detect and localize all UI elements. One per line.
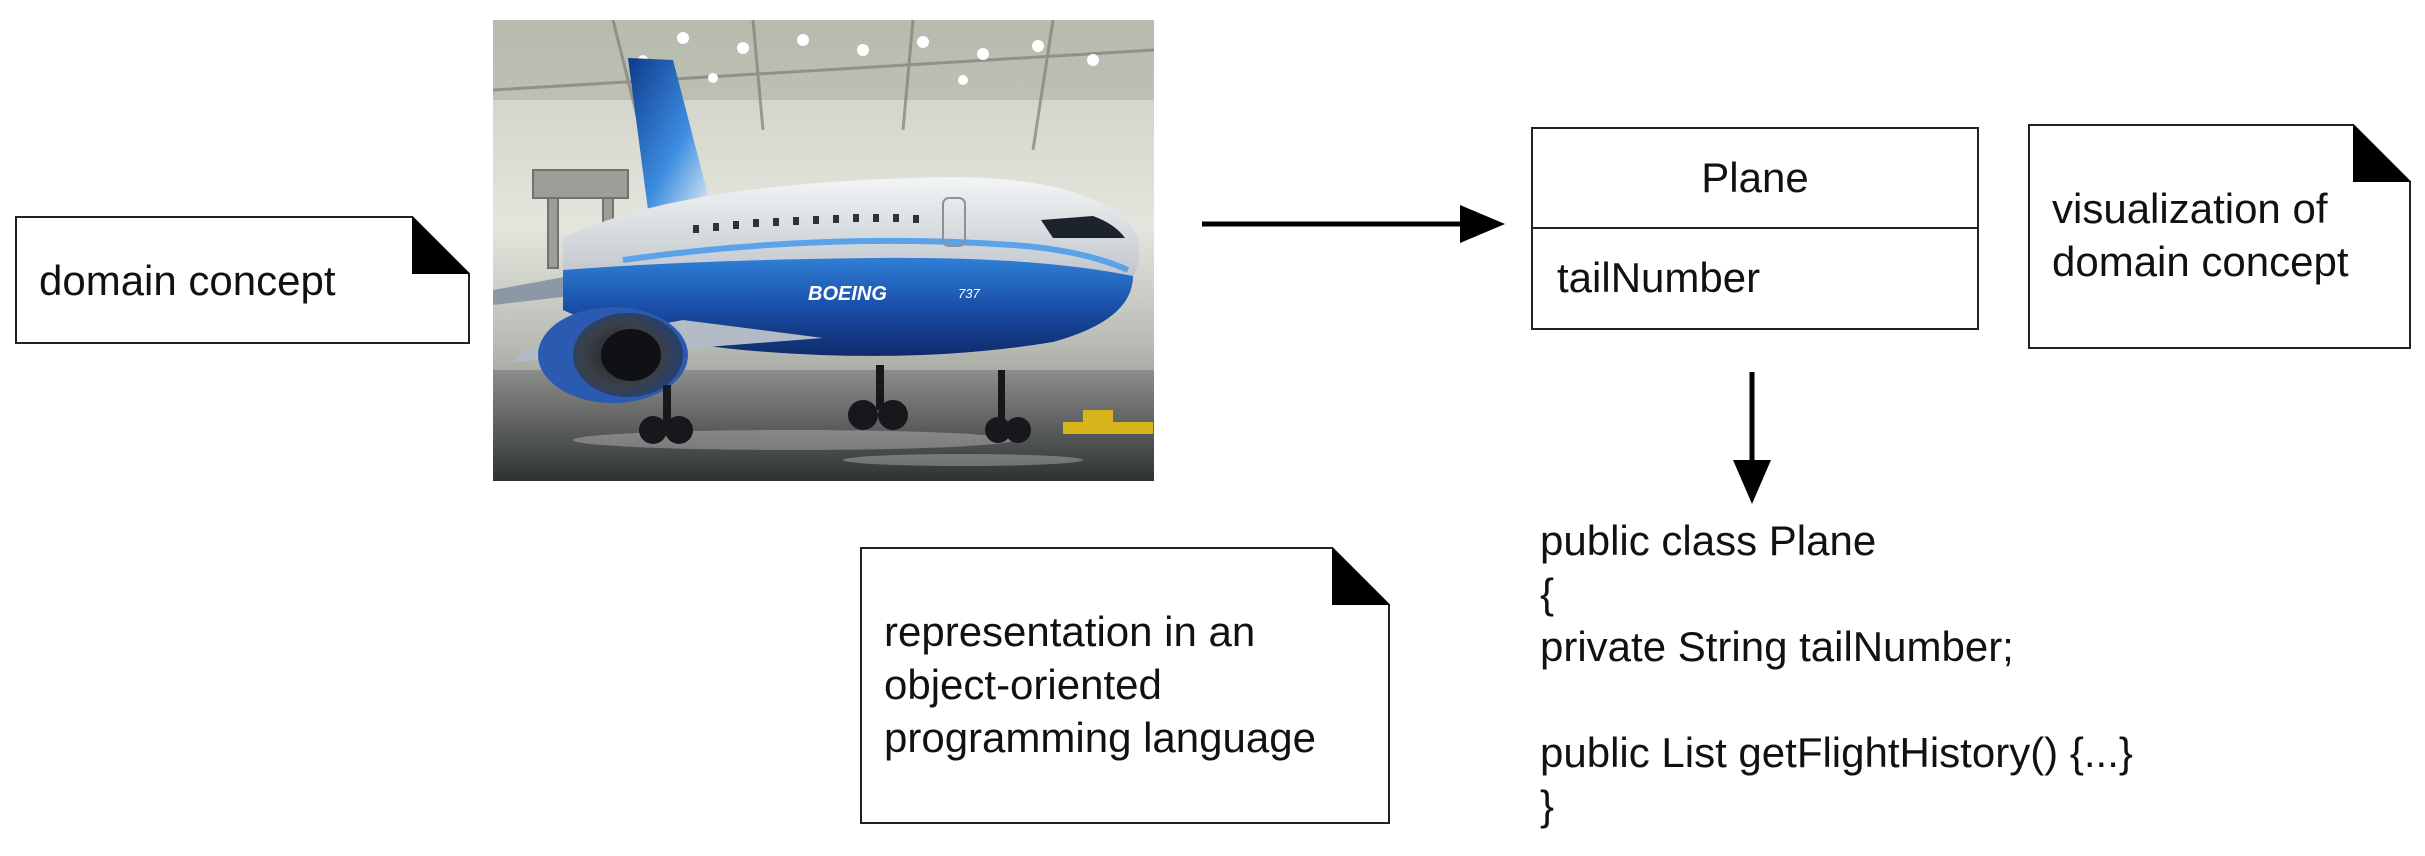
visualization-label-line-1: visualization of bbox=[2052, 185, 2328, 232]
livery-text: BOEING bbox=[808, 283, 887, 305]
code-line: private String tailNumber; bbox=[1540, 623, 2014, 670]
boeing-737-illustration: BOEING 737 bbox=[493, 20, 1154, 481]
note-fold-corner bbox=[2353, 124, 2411, 182]
representation-label-line-1: representation in an bbox=[884, 608, 1256, 655]
code-line: public class Plane bbox=[1540, 517, 1877, 564]
uml-class-box: Plane tailNumber bbox=[1531, 127, 1979, 330]
visualization-note: visualization of domain concept bbox=[2028, 124, 2411, 349]
airplane-photo: BOEING 737 bbox=[493, 20, 1154, 481]
domain-concept-note: domain concept bbox=[15, 216, 470, 344]
domain-concept-label: domain concept bbox=[39, 257, 336, 304]
arrow-to-code bbox=[1733, 372, 1771, 504]
arrow-to-uml bbox=[1202, 205, 1505, 243]
code-line: { bbox=[1540, 570, 1555, 617]
java-code-block: public class Plane { private String tail… bbox=[1540, 514, 2133, 832]
note-fold-corner bbox=[1332, 547, 1390, 605]
representation-label-line-3: programming language bbox=[884, 714, 1316, 761]
representation-note: representation in an object-oriented pro… bbox=[860, 547, 1390, 824]
code-line bbox=[1540, 673, 2133, 726]
uml-class-attribute: tailNumber bbox=[1557, 254, 1761, 301]
code-line: } bbox=[1540, 782, 1555, 829]
note-fold-corner bbox=[412, 216, 470, 274]
model-text: 737 bbox=[958, 286, 980, 301]
representation-label-line-2: object-oriented bbox=[884, 661, 1162, 708]
uml-class-name: Plane bbox=[1533, 129, 1977, 229]
code-line: public List getFlightHistory() {...} bbox=[1540, 729, 2133, 776]
visualization-label-line-2: domain concept bbox=[2052, 238, 2349, 285]
